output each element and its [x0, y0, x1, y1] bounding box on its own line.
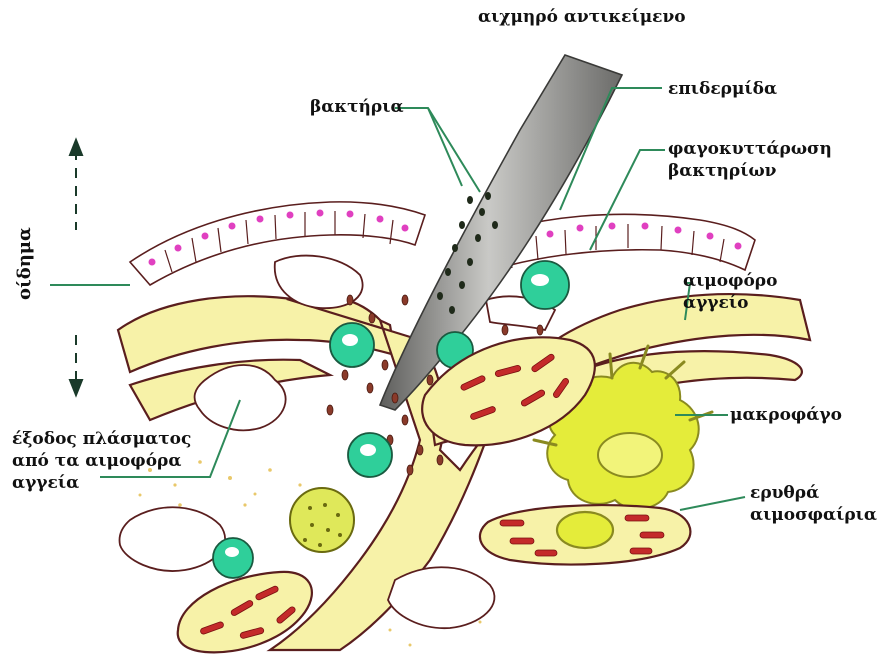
label-blood-vessel: αιμοφόρο αγγείο — [683, 270, 777, 314]
label-plasma-exit-line-3: αγγεία — [12, 472, 191, 494]
label-phagocytosis: φαγοκυττάρωση βακτηρίων — [668, 138, 832, 182]
label-epidermis: επιδερμίδα — [668, 78, 777, 100]
label-red-blood-cells: ερυθρά αιμοσφαίρια — [750, 482, 877, 526]
cell-cluster — [290, 488, 354, 552]
label-plasma-exit: έξοδος πλάσματος από τα αιμοφόρα αγγεία — [12, 428, 191, 494]
edema-arrows — [70, 140, 82, 395]
label-blood-vessel-line-2: αγγείο — [683, 292, 777, 314]
label-plasma-exit-line-2: από τα αιμοφόρα — [12, 450, 191, 472]
label-plasma-exit-line-1: έξοδος πλάσματος — [12, 428, 191, 450]
label-edema: οίδημα — [14, 227, 36, 300]
label-blood-vessel-line-1: αιμοφόρο — [683, 270, 777, 292]
label-phagocytosis-line-2: βακτηρίων — [668, 160, 832, 182]
label-sharp-object: αιχμηρό αντικείμενο — [478, 6, 686, 28]
label-red-blood-cells-line-2: αιμοσφαίρια — [750, 504, 877, 526]
label-red-blood-cells-line-1: ερυθρά — [750, 482, 877, 504]
label-macrophage: μακροφάγο — [730, 404, 842, 426]
label-bacteria: βακτήρια — [310, 96, 404, 118]
label-phagocytosis-line-1: φαγοκυττάρωση — [668, 138, 832, 160]
